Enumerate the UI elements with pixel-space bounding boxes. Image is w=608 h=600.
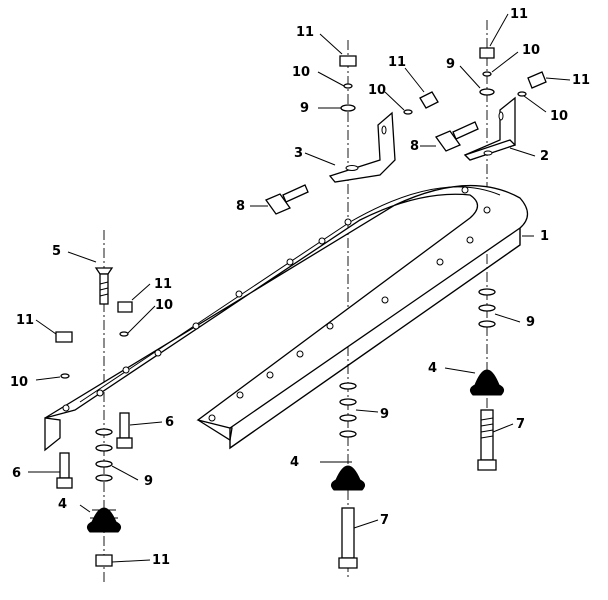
callout-10f: 10 <box>10 375 28 390</box>
bolt-part-8-left <box>265 184 309 215</box>
bolt-part-6-lower <box>56 452 73 489</box>
nuts <box>55 47 547 567</box>
spring-part-4-left <box>86 507 122 533</box>
callout-11c: 11 <box>388 55 406 70</box>
callout-10b: 10 <box>368 83 386 98</box>
callout-10c: 10 <box>522 43 540 58</box>
callout-9a: 9 <box>300 101 309 116</box>
callout-9e: 9 <box>144 474 153 489</box>
callout-8a: 8 <box>236 199 245 214</box>
callout-11d: 11 <box>572 73 590 88</box>
callout-2: 2 <box>540 149 549 164</box>
callout-4a: 4 <box>58 497 67 512</box>
callout-11e: 11 <box>154 277 172 292</box>
angle-bracket-part-2 <box>463 96 517 161</box>
callout-6a: 6 <box>165 415 174 430</box>
bolt-part-8-right <box>435 121 479 152</box>
callout-10d: 10 <box>550 109 568 124</box>
callout-11b: 11 <box>510 7 528 22</box>
callout-10e: 10 <box>155 298 173 313</box>
callout-8b: 8 <box>410 139 419 154</box>
callout-9d: 9 <box>380 407 389 422</box>
callout-7a: 7 <box>516 417 525 432</box>
callout-9b: 9 <box>446 57 455 72</box>
bolt-part-6-upper <box>116 412 133 449</box>
callout-6b: 6 <box>12 466 21 481</box>
callout-4b: 4 <box>290 455 299 470</box>
callout-7b: 7 <box>380 513 389 528</box>
long-bolt-part-7 <box>477 409 497 471</box>
u-bracket-part-1 <box>44 184 529 452</box>
angle-bracket-part-3 <box>328 111 396 183</box>
spring-part-4-right <box>469 369 505 396</box>
callout-11f: 11 <box>16 313 34 328</box>
callout-10a: 10 <box>292 65 310 80</box>
long-bolt-part-7-center <box>338 507 358 569</box>
washers <box>60 71 527 482</box>
callout-5: 5 <box>52 244 61 259</box>
callout-3: 3 <box>294 146 303 161</box>
spring-part-4-center <box>330 465 366 491</box>
callout-4c: 4 <box>428 361 437 376</box>
callout-9c: 9 <box>526 315 535 330</box>
bolt-part-5 <box>94 267 114 305</box>
callout-11g: 11 <box>152 553 170 568</box>
callout-1: 1 <box>540 229 549 244</box>
leader-lines <box>28 13 571 563</box>
callout-11a: 11 <box>296 25 314 40</box>
callout-labels: 1 2 3 4 4 4 5 6 6 7 7 8 8 9 9 9 9 9 10 1… <box>10 7 590 568</box>
